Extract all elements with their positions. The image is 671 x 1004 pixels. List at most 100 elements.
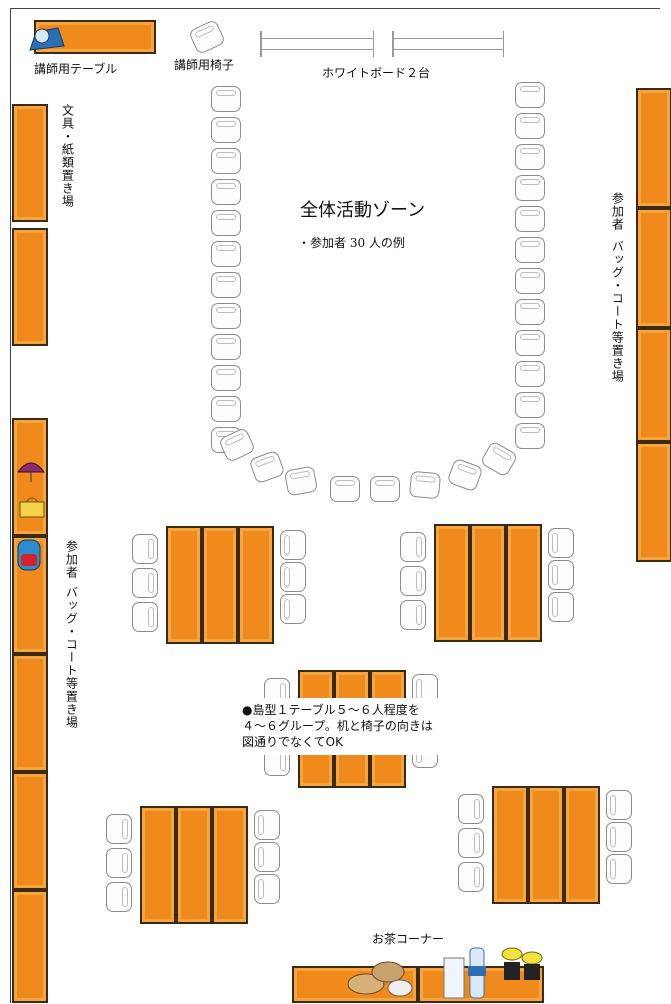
handbag-icon xyxy=(18,494,46,518)
bag-shelf-left-3 xyxy=(12,654,48,772)
chair xyxy=(211,334,241,360)
chair xyxy=(211,365,241,391)
bag-area-right-label-1: 参加者 xyxy=(610,192,625,231)
chair xyxy=(330,476,360,502)
chair xyxy=(515,268,545,294)
chair xyxy=(254,874,280,904)
group-table xyxy=(506,524,542,642)
group-table xyxy=(212,806,248,924)
chair xyxy=(106,882,132,912)
chair xyxy=(211,117,241,143)
tea-corner-label: お茶コーナー xyxy=(372,932,445,946)
chair xyxy=(515,82,545,108)
island-note: ●島型１テーブル５～６人程度を ４～６グループ。机と椅子の向きは 図通りでなくて… xyxy=(236,698,484,755)
instructor-chair-label: 講師用椅子 xyxy=(174,58,235,72)
chair xyxy=(211,303,241,329)
island-note-line-1: ●島型１テーブル５～６人程度を xyxy=(242,703,420,717)
chair xyxy=(211,241,241,267)
chair xyxy=(515,392,545,418)
room-border-left xyxy=(10,8,11,1003)
chair xyxy=(515,330,545,356)
group-table xyxy=(166,526,202,644)
group-table xyxy=(140,806,176,924)
chair xyxy=(458,862,484,892)
chair xyxy=(211,179,241,205)
bag-shelf-right-4 xyxy=(636,442,671,562)
chair xyxy=(548,528,574,558)
group-table xyxy=(176,806,212,924)
chair xyxy=(211,148,241,174)
chair xyxy=(280,530,306,560)
drinks-icon xyxy=(440,942,500,1000)
bag-shelf-left-4 xyxy=(12,772,48,890)
instructor-table-label: 講師用テーブル xyxy=(34,62,118,76)
chair xyxy=(400,566,426,596)
supplies-shelf-2 xyxy=(12,228,48,346)
bag-area-left-label-2: バッグ・コート等置き場 xyxy=(64,586,79,729)
activity-zone-example: ・参加者 30 人の例 xyxy=(298,236,405,250)
island-note-line-2: ４～６グループ。机と椅子の向きは xyxy=(242,719,433,734)
activity-zone-title: 全体活動ゾーン xyxy=(300,200,426,221)
bag-shelf-right-2 xyxy=(636,208,671,328)
chair xyxy=(548,592,574,622)
bag-shelf-left-5 xyxy=(12,890,48,1003)
chair xyxy=(515,144,545,170)
bag-shelf-right-3 xyxy=(636,328,671,442)
island-note-line-3: 図通りでなくてOK xyxy=(242,735,343,750)
bag-shelf-right-1 xyxy=(636,88,671,208)
instructor-chair xyxy=(187,18,227,56)
chair xyxy=(211,396,241,422)
chair xyxy=(515,113,545,139)
chair xyxy=(548,560,574,590)
chair xyxy=(515,361,545,387)
chair xyxy=(280,562,306,592)
group-table xyxy=(492,786,528,904)
whiteboard-label: ホワイトボード２台 xyxy=(322,66,431,80)
chair xyxy=(370,476,400,502)
chair xyxy=(211,86,241,112)
whiteboard-2 xyxy=(392,31,504,57)
chair xyxy=(408,470,442,500)
chair xyxy=(400,532,426,562)
chair xyxy=(132,568,158,598)
umbrella-icon xyxy=(16,458,46,484)
chair xyxy=(606,822,632,852)
bag-area-right-label-2: バッグ・コート等置き場 xyxy=(610,240,625,383)
group-table xyxy=(470,524,506,642)
chair xyxy=(479,440,519,478)
chair xyxy=(446,457,484,493)
chair xyxy=(254,842,280,872)
supplies-area-label: 文具・紙類置き場 xyxy=(60,104,75,208)
snacks-icon xyxy=(344,950,414,1000)
whiteboard-1 xyxy=(260,31,374,57)
group-table xyxy=(202,526,238,644)
chair xyxy=(106,848,132,878)
tape-dispenser-icon xyxy=(28,20,66,54)
chair xyxy=(132,602,158,632)
chair xyxy=(280,594,306,624)
chair xyxy=(254,810,280,840)
chair xyxy=(515,206,545,232)
chair xyxy=(132,534,158,564)
chair xyxy=(515,237,545,263)
chair xyxy=(106,814,132,844)
chair xyxy=(515,299,545,325)
chair xyxy=(515,423,545,449)
chair xyxy=(606,854,632,884)
cups-icon xyxy=(498,944,548,984)
chair xyxy=(458,828,484,858)
chair xyxy=(248,449,286,485)
group-table xyxy=(434,524,470,642)
chair xyxy=(211,210,241,236)
group-table xyxy=(564,786,600,904)
group-table xyxy=(528,786,564,904)
chair xyxy=(458,794,484,824)
chair xyxy=(283,465,319,497)
room-border-top xyxy=(10,8,660,9)
chair xyxy=(515,175,545,201)
chair xyxy=(400,600,426,630)
group-table xyxy=(238,526,274,644)
chair xyxy=(606,790,632,820)
supplies-shelf-1 xyxy=(12,104,48,222)
